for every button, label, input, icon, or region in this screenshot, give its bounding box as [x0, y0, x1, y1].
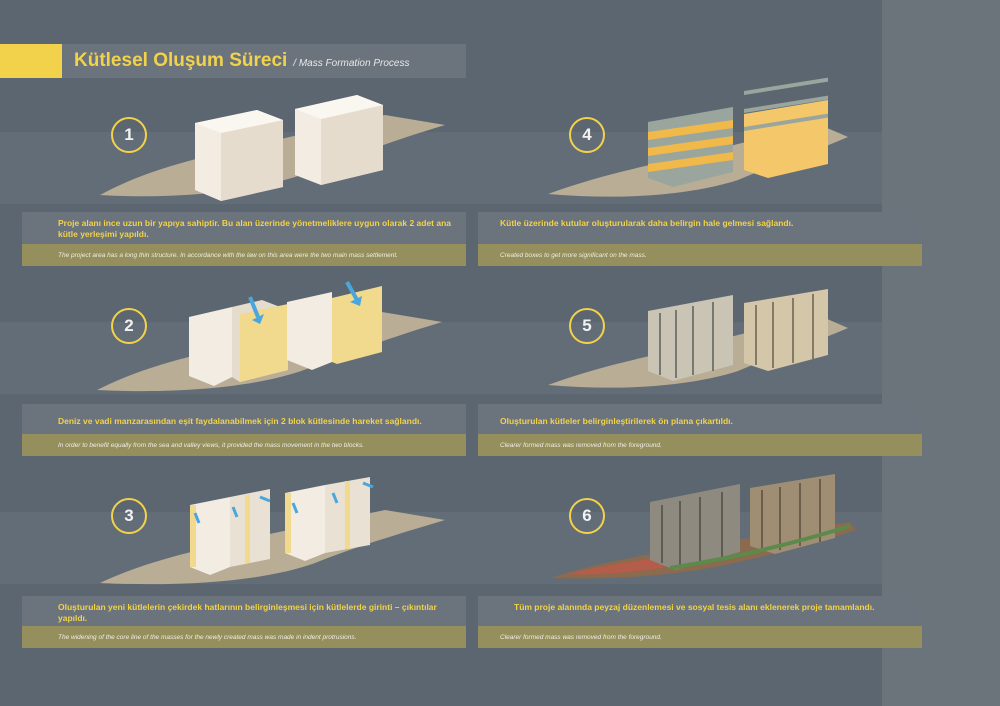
title-accent: [0, 44, 62, 78]
step-2-text-tr: Deniz ve vadi manzarasından eşit faydala…: [58, 416, 422, 426]
step-3-text-tr: Oluşturulan yeni kütlelerin çekirdek hat…: [58, 602, 437, 623]
step-1-illustration: [100, 95, 445, 201]
step-1-caption: Proje alanı ince uzun bir yapıya sahipti…: [22, 212, 466, 266]
step-5-text-en: Clearer formed mass was removed from the…: [478, 434, 922, 456]
step-4-illustration: [548, 77, 848, 197]
step-6-illustration: [550, 474, 856, 579]
step-6-text-tr: Tüm proje alanında peyzaj düzenlemesi ve…: [514, 602, 875, 612]
step-5-text-tr: Oluşturulan kütleler belirginleştirilere…: [500, 416, 733, 426]
step-4-text-en: Created boxes to get more significant on…: [478, 244, 922, 266]
title-bar: Kütlesel Oluşum Süreci / Mass Formation …: [62, 44, 466, 78]
step-3-illustration: [100, 477, 445, 585]
step-1-text-tr: Proje alanı ince uzun bir yapıya sahipti…: [58, 218, 452, 239]
step-5-illustration: [548, 289, 848, 388]
step-6-text-en: Clearer formed mass was removed from the…: [478, 626, 922, 648]
step-3-caption: Oluşturulan yeni kütlelerin çekirdek hat…: [22, 596, 466, 648]
step-number-1: 1: [111, 117, 147, 153]
step-6-caption: Tüm proje alanında peyzaj düzenlemesi ve…: [478, 596, 922, 648]
page-title: Kütlesel Oluşum Süreci: [74, 50, 288, 71]
step-1-text-en: The project area has a long thin structu…: [22, 244, 466, 266]
step-2-caption: Deniz ve vadi manzarasından eşit faydala…: [22, 404, 466, 456]
step-3-text-en: The widening of the core line of the mas…: [22, 626, 466, 648]
page-subtitle: / Mass Formation Process: [293, 57, 410, 69]
step-number-2: 2: [111, 308, 147, 344]
step-2-illustration: [97, 281, 442, 392]
step-number-6: 6: [569, 498, 605, 534]
step-number-3: 3: [111, 498, 147, 534]
step-4-text-tr: Kütle üzerinde kutular oluşturularak dah…: [500, 218, 794, 228]
step-2-text-en: In order to benefit equally from the sea…: [22, 434, 466, 456]
step-5-caption: Oluşturulan kütleler belirginleştirilere…: [478, 404, 922, 456]
step-number-5: 5: [569, 308, 605, 344]
step-4-caption: Kütle üzerinde kutular oluşturularak dah…: [478, 212, 922, 266]
right-sidebar: [882, 0, 1000, 706]
step-number-4: 4: [569, 117, 605, 153]
